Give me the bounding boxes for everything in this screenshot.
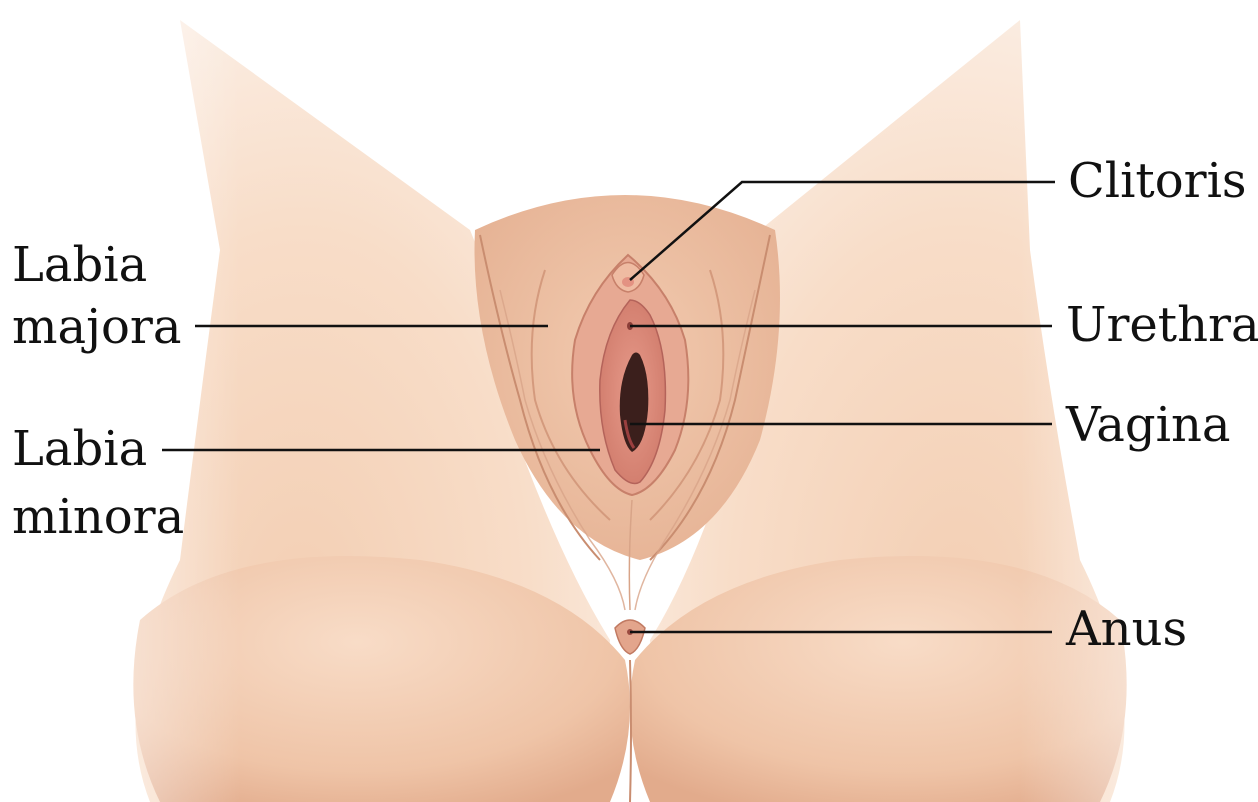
label-labia-minora-line2: minora xyxy=(12,488,184,546)
left-edge-fade xyxy=(0,0,240,802)
label-labia-majora-line2: majora xyxy=(12,298,181,356)
label-vagina: Vagina xyxy=(1066,396,1230,454)
label-labia-majora-line1: Labia xyxy=(12,236,147,294)
label-urethra: Urethra xyxy=(1066,296,1258,354)
anus-shape xyxy=(615,620,645,654)
label-clitoris: Clitoris xyxy=(1068,152,1247,210)
label-anus: Anus xyxy=(1066,600,1187,658)
gluteal-cleft xyxy=(630,660,631,802)
label-labia-minora-line1: Labia xyxy=(12,420,147,478)
